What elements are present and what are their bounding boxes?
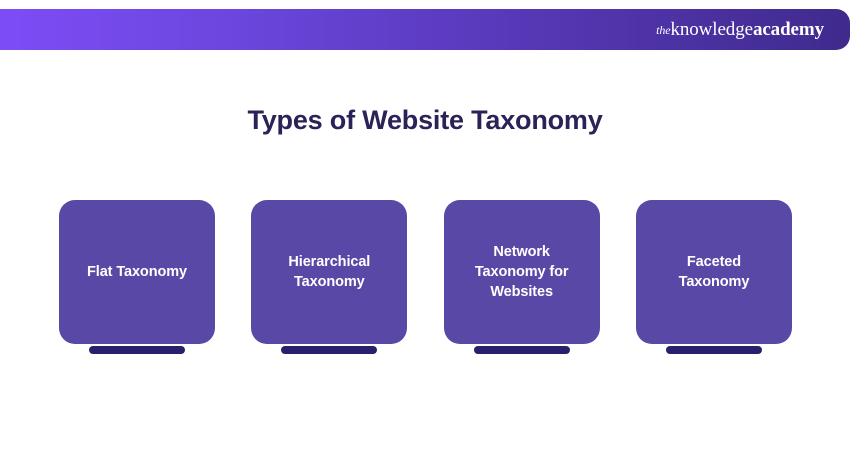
card-body[interactable]: Faceted Taxonomy [635, 200, 792, 344]
card-label: Network Taxonomy for Websites [474, 244, 569, 300]
page-title: Types of Website Taxonomy [247, 105, 603, 135]
taxonomy-cards-row: Flat Taxonomy Hierarchical Taxonomy Netw… [59, 200, 792, 360]
card-body[interactable]: Flat Taxonomy [59, 200, 215, 344]
card-base-shadow [281, 346, 378, 354]
taxonomy-card-flat[interactable]: Flat Taxonomy [59, 200, 215, 360]
taxonomy-card-faceted[interactable]: Faceted Taxonomy [635, 200, 792, 360]
card-body[interactable]: Hierarchical Taxonomy [251, 200, 408, 344]
brand-logo-the: the [656, 23, 671, 37]
card-label: Faceted Taxonomy [678, 254, 750, 290]
card-label: Hierarchical Taxonomy [288, 254, 371, 290]
card-label: Flat Taxonomy [87, 264, 187, 280]
card-base-shadow [89, 346, 185, 354]
card-body[interactable]: Network Taxonomy for Websites [443, 200, 600, 344]
card-base-shadow [473, 346, 570, 354]
taxonomy-card-network[interactable]: Network Taxonomy for Websites [443, 200, 600, 360]
taxonomy-card-hierarchical[interactable]: Hierarchical Taxonomy [251, 200, 408, 360]
brand-logo-academy: academy [752, 19, 824, 40]
card-base-shadow [665, 346, 762, 354]
brand-logo-knowledge: knowledge [670, 19, 753, 40]
